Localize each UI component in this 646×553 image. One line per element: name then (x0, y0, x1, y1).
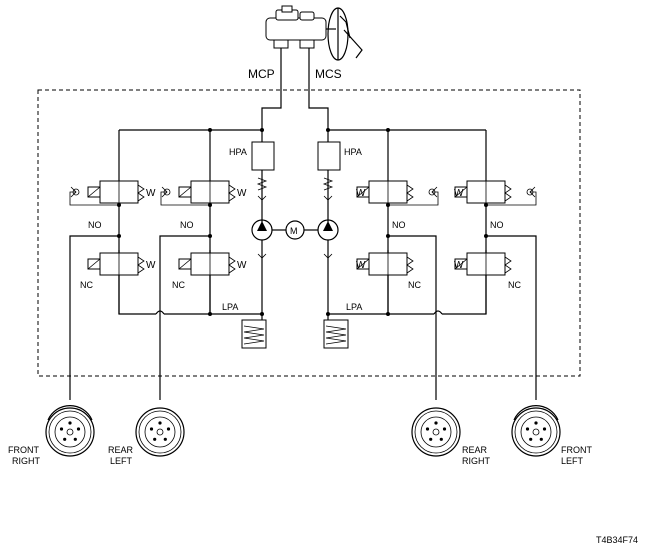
w-label-3: W (356, 188, 366, 199)
lpa-right-label: LPA (346, 302, 362, 312)
nc-label-4: NC (508, 280, 521, 290)
rear-left-label-2: LEFT (110, 456, 133, 466)
brake-pedal (339, 15, 363, 59)
nc-valve-front-right (69, 234, 145, 400)
w-label-2: W (237, 188, 247, 199)
w-label-5: W (146, 260, 156, 271)
figure-code: T4B34F74 (596, 535, 638, 545)
rear-right-label-1: REAR (462, 445, 488, 455)
nc-valve-front-left (454, 234, 537, 400)
no-valve-rear-right (356, 170, 439, 236)
nc-label-1: NC (80, 280, 93, 290)
no-label-1: NO (88, 220, 102, 230)
no-label-4: NO (490, 220, 504, 230)
pump-motor (272, 220, 318, 240)
no-valve-front-left (454, 170, 537, 236)
wheel-rear-right (411, 407, 461, 457)
nc-label-3: NC (408, 280, 421, 290)
lpa-left (241, 319, 267, 349)
w-label-4: W (454, 188, 464, 199)
master-cylinder (265, 5, 336, 49)
w-label-7: W (356, 260, 366, 271)
motor-label: M (290, 226, 298, 236)
wheel-front-left (511, 404, 561, 457)
no-valve-front-right (69, 170, 145, 236)
front-right-label-2: RIGHT (12, 456, 41, 466)
front-left-label-2: LEFT (561, 456, 584, 466)
primary-circuit-lines (118, 48, 282, 170)
no-label-3: NO (392, 220, 406, 230)
wheel-front-right (45, 404, 95, 457)
hpa-left-label: HPA (229, 147, 247, 157)
mcs-label: MCS (315, 67, 342, 81)
w-label-6: W (237, 260, 247, 271)
rear-left-label-1: REAR (108, 445, 134, 455)
lpa-right (323, 319, 349, 349)
nc-valve-rear-left (159, 234, 236, 400)
hpa-left (251, 141, 275, 222)
hpa-right (317, 141, 341, 222)
rear-right-label-2: RIGHT (462, 456, 491, 466)
nc-label-2: NC (172, 280, 185, 290)
brake-booster (327, 7, 349, 61)
lpa-left-label: LPA (222, 302, 238, 312)
pump-to-lpa-lines (257, 240, 333, 320)
front-right-label-1: FRONT (8, 445, 39, 455)
hcu-boundary (37, 89, 581, 377)
w-label-8: W (454, 260, 464, 271)
pump-left (251, 219, 273, 241)
mcp-label: MCP (248, 67, 275, 81)
w-label-1: W (146, 188, 156, 199)
no-label-2: NO (180, 220, 194, 230)
nc-valve-rear-right (356, 234, 437, 400)
front-left-label-1: FRONT (561, 445, 592, 455)
pump-right (317, 219, 339, 241)
no-valve-rear-left (160, 170, 236, 236)
hpa-right-label: HPA (344, 147, 362, 157)
wheel-rear-left (135, 407, 185, 457)
